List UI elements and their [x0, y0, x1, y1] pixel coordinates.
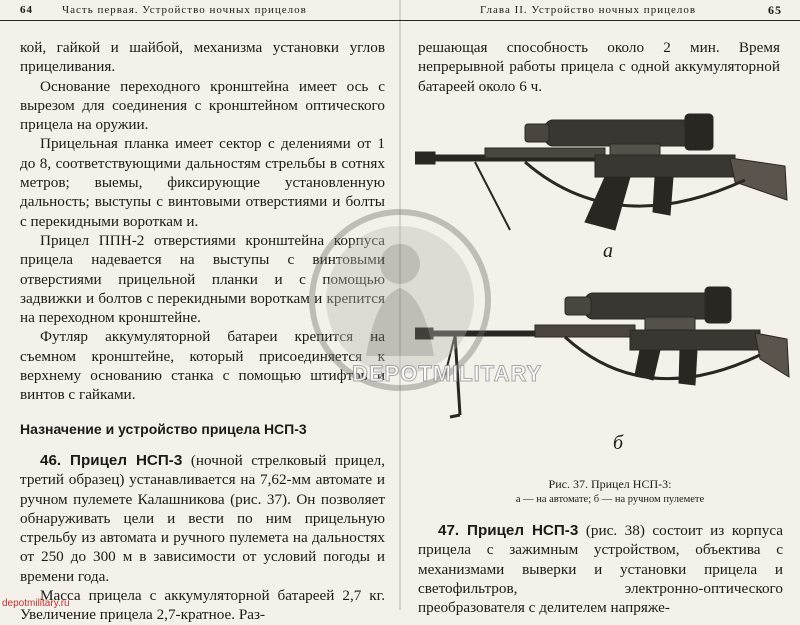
- page-number-right: 65: [768, 2, 782, 17]
- rifle-with-scope-illustration: [415, 113, 788, 231]
- figure-caption-subtitle: а — на автомате; б — на ручном пулемете: [515, 494, 705, 505]
- left-text-column: кой, гайкой и шайбой, механизма установк…: [20, 38, 385, 625]
- running-title-left: Часть первая. Устройство ночных прицелов: [62, 4, 307, 16]
- left-page-header: 64 Часть первая. Устройство ночных прице…: [0, 0, 400, 21]
- figure-label-b: б: [613, 432, 624, 454]
- page-gutter: [399, 0, 401, 610]
- paragraph-item-47: 47. Прицел НСП-3 (рис. 38) состоит из ко…: [418, 521, 783, 617]
- paragraph-2: Основание переходного кронштейна имеет о…: [20, 77, 385, 134]
- watermark-text: DEPOTMILITARY: [351, 361, 543, 387]
- right-text-bottom: 47. Прицел НСП-3 (рис. 38) состоит из ко…: [418, 521, 783, 617]
- figure-caption: Рис. 37. Прицел НСП-3: а — на автомате; …: [460, 476, 760, 508]
- paragraph-last-left: Масса прицела с аккумуляторной батареей …: [20, 587, 385, 624]
- item-47-text: (рис. 38) состоит из корпуса прицела с з…: [418, 522, 784, 617]
- left-page: 64 Часть первая. Устройство ночных прице…: [0, 0, 400, 623]
- paragraph-4: Прицел ППН-2 отверстиями кронштейна корп…: [20, 231, 385, 327]
- paragraph-3: Прицельная планка имеет сектор с деления…: [20, 135, 385, 230]
- figure-caption-title: Рис. 37. Прицел НСП-3:: [548, 477, 672, 491]
- item-46-text: (ночной стрелковый прицел, третий образе…: [20, 451, 385, 585]
- figure-label-a: а: [603, 240, 613, 262]
- paragraph-continued: решающая способность около 2 мин. Время …: [418, 39, 780, 95]
- right-page-header: Глава II. Устройство ночных прицелов 65: [400, 0, 800, 21]
- machine-gun-with-scope-illustration: [415, 286, 790, 419]
- page-number-left: 64: [20, 4, 33, 16]
- section-heading: Назначение и устройство прицела НСП-3: [20, 420, 307, 437]
- right-page: Глава II. Устройство ночных прицелов 65 …: [400, 0, 800, 616]
- paragraph-5: Футляр аккумуляторной батареи крепится н…: [20, 328, 385, 404]
- paragraph-1: кой, гайкой и шайбой, механизма установк…: [20, 39, 385, 76]
- paragraph-item-46: 46. Прицел НСП-3 (ночной стрелковый приц…: [20, 451, 385, 586]
- right-text-top: решающая способность около 2 мин. Время …: [418, 38, 780, 96]
- site-watermark: depotmilitary.ru: [2, 598, 70, 609]
- item-47-lead: 47. Прицел НСП-3: [438, 522, 579, 539]
- running-title-right: Глава II. Устройство ночных прицелов: [480, 4, 697, 16]
- item-46-lead: 46. Прицел НСП-3: [40, 451, 183, 469]
